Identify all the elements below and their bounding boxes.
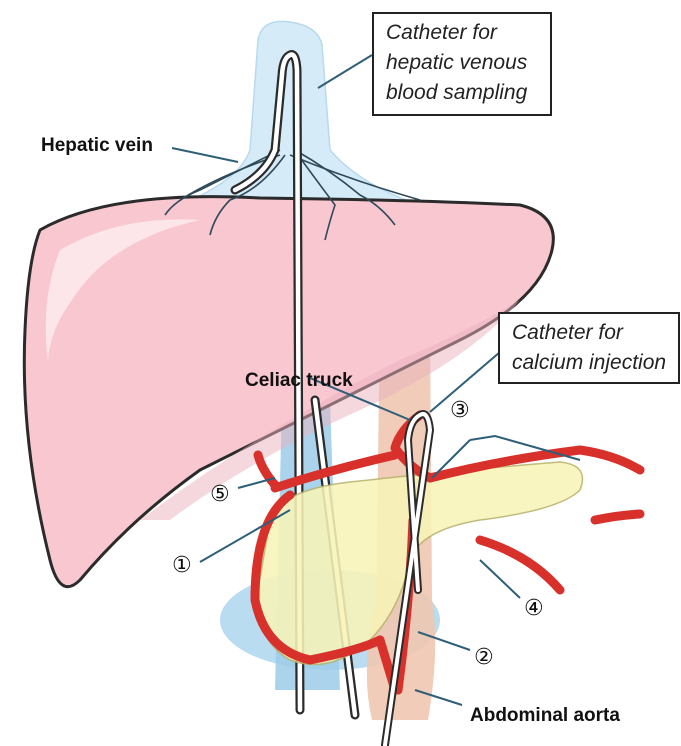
calcium-catheter-label-line2: calcium injection: [512, 348, 668, 378]
abdominal-aorta-label: Abdominal aorta: [470, 705, 620, 727]
marker-1: ①: [172, 553, 192, 578]
marker-3: ③: [450, 398, 470, 423]
calcium-catheter-label-line1: Catheter for: [512, 318, 668, 348]
hepatic-catheter-label-box: Catheter for hepatic venous blood sampli…: [372, 12, 552, 116]
hepatic-catheter-label-line3: blood sampling: [386, 78, 540, 108]
hepatic-catheter-label-line2: hepatic venous: [386, 48, 540, 78]
marker-4: ④: [524, 596, 544, 621]
marker-5: ⑤: [210, 482, 230, 507]
hepatic-catheter-label-line1: Catheter for: [386, 18, 540, 48]
celiac-truck-label: Celiac truck: [245, 370, 353, 392]
hepatic-vein-label: Hepatic vein: [41, 135, 153, 157]
calcium-catheter-label-box: Catheter for calcium injection: [498, 312, 680, 384]
marker-2: ②: [474, 645, 494, 670]
